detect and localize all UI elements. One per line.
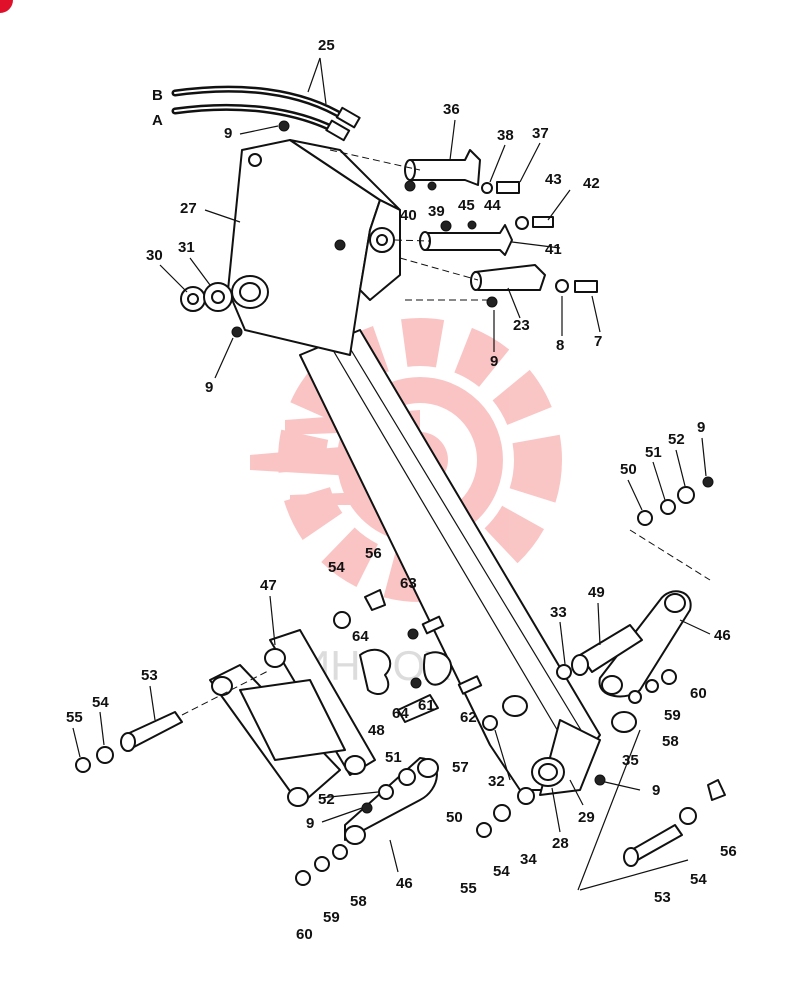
part-label: 34 xyxy=(520,851,537,868)
part-label: 53 xyxy=(654,889,671,906)
part-label: 31 xyxy=(178,239,195,256)
hose-label-a: A xyxy=(152,112,163,129)
part-label: 56 xyxy=(720,843,737,860)
part-label: 51 xyxy=(385,749,402,766)
part-label: 9 xyxy=(224,125,232,142)
corner-marker xyxy=(0,0,13,13)
part-label: 48 xyxy=(368,722,385,739)
link-46-lower xyxy=(295,757,439,886)
part-label: 52 xyxy=(318,791,335,808)
part-label: 50 xyxy=(446,809,463,826)
part-label: 43 xyxy=(545,171,562,188)
part-label: 33 xyxy=(550,604,567,621)
pin-53-left xyxy=(75,669,271,773)
part-label: 44 xyxy=(484,197,501,214)
hooks-48-61 xyxy=(333,589,498,731)
part-label: 40 xyxy=(400,207,417,224)
part-label: 54 xyxy=(328,559,345,576)
part-label: 52 xyxy=(668,431,685,448)
part-label: 55 xyxy=(66,709,83,726)
part-label: 36 xyxy=(443,101,460,118)
part-number-labels: 25 9 27 30 31 9 36 38 37 40 39 45 44 43 … xyxy=(66,37,737,943)
part-label: 54 xyxy=(690,871,707,888)
part-label: 59 xyxy=(323,909,340,926)
part-label: 64 xyxy=(352,628,369,645)
part-label: 58 xyxy=(662,733,679,750)
part-label: 9 xyxy=(490,353,498,370)
part-label: 54 xyxy=(493,863,510,880)
part-label: 62 xyxy=(460,709,477,726)
part-label: 29 xyxy=(578,809,595,826)
part-label: 61 xyxy=(418,697,435,714)
part-label: 59 xyxy=(664,707,681,724)
part-label: 9 xyxy=(652,782,660,799)
part-label: 49 xyxy=(588,584,605,601)
part-label: 7 xyxy=(594,333,602,350)
part-label: 51 xyxy=(645,444,662,461)
part-label: 58 xyxy=(350,893,367,910)
link-46-upper xyxy=(556,476,714,733)
part-label: 60 xyxy=(296,926,313,943)
part-label: 56 xyxy=(365,545,382,562)
link-47 xyxy=(209,629,376,807)
part-label: 46 xyxy=(714,627,731,644)
part-label: 54 xyxy=(92,694,109,711)
upper-pins xyxy=(329,149,598,308)
part-label: 41 xyxy=(545,241,562,258)
part-label: 64 xyxy=(392,705,409,722)
part-label: 57 xyxy=(452,759,469,776)
part-label: 23 xyxy=(513,317,530,334)
boom-arm xyxy=(227,139,601,796)
part-label: 45 xyxy=(458,197,475,214)
leader-lines xyxy=(72,119,711,873)
part-label: 30 xyxy=(146,247,163,264)
part-label: 53 xyxy=(141,667,158,684)
pin-53-right xyxy=(476,729,726,891)
hose-label-b: B xyxy=(152,87,163,104)
part-label: 9 xyxy=(697,419,705,436)
part-label: 50 xyxy=(620,461,637,478)
part-label: 60 xyxy=(690,685,707,702)
hydraulic-hoses xyxy=(171,57,361,142)
part-label: 9 xyxy=(306,815,314,832)
part-label: 46 xyxy=(396,875,413,892)
part-label: 37 xyxy=(532,125,549,142)
part-label: 47 xyxy=(260,577,277,594)
part-label: 35 xyxy=(622,752,639,769)
part-label: 28 xyxy=(552,835,569,852)
part-label: 9 xyxy=(205,379,213,396)
washers-30-31 xyxy=(180,120,290,338)
part-label: 8 xyxy=(556,337,564,354)
part-label: 63 xyxy=(400,575,417,592)
part-label: 55 xyxy=(460,880,477,897)
part-label: 38 xyxy=(497,127,514,144)
part-label: 27 xyxy=(180,200,197,217)
part-label: 32 xyxy=(488,773,505,790)
part-label: 42 xyxy=(583,175,600,192)
part-label: 39 xyxy=(428,203,445,220)
part-label: 25 xyxy=(318,37,335,54)
